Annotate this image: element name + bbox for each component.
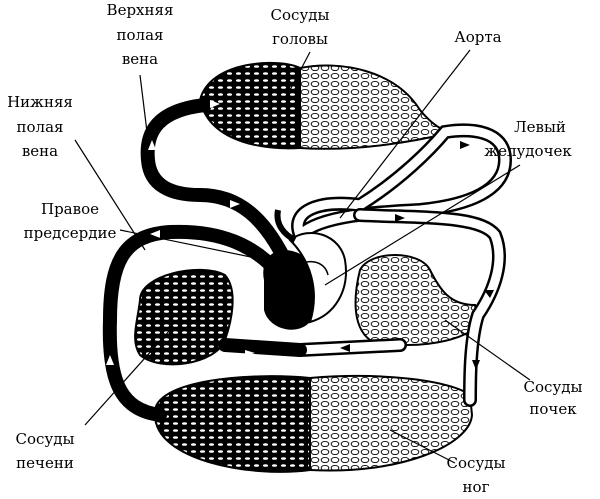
label-inferior-vena-cava: Нижняя полая вена: [7, 93, 73, 160]
label-line: печени: [16, 454, 74, 472]
label-line: Сосуды: [271, 6, 330, 24]
label-left-ventricle: Левый желудочек: [484, 118, 572, 160]
label-kidney-vessels: Сосуды почек: [524, 378, 583, 418]
label-superior-vena-cava: Верхняя полая вена: [107, 1, 174, 68]
flow-arrows: [106, 100, 255, 365]
label-line: предсердие: [24, 224, 117, 242]
head-capillary-bed: [198, 61, 446, 150]
label-aorta: Аорта: [454, 28, 501, 46]
kidney-capillary-bed: [354, 254, 480, 346]
liver-capillary-bed: [134, 268, 234, 366]
veins: [102, 98, 307, 422]
leg-capillary-bed: [153, 374, 474, 473]
label-right-atrium: Правое предсердие: [24, 200, 117, 242]
heart: [263, 209, 347, 330]
label-line: Аорта: [454, 28, 501, 46]
label-line: Правое: [41, 200, 99, 218]
label-line: почек: [529, 400, 577, 418]
label-line: Сосуды: [447, 454, 506, 472]
label-line: полая: [117, 26, 164, 44]
label-line: вена: [22, 142, 58, 160]
pointer-lines: [74, 49, 531, 464]
flow-arrows-arterial: [340, 141, 494, 370]
label-line: Левый: [514, 118, 566, 136]
label-line: полая: [17, 118, 64, 136]
label-liver-vessels: Сосуды печени: [16, 430, 75, 472]
superior-vena-cava: [140, 98, 292, 267]
hepatic-vein: [218, 338, 307, 357]
label-leg-vessels: Сосуды ног: [447, 454, 506, 496]
label-line: ног: [463, 478, 490, 496]
label-line: Сосуды: [524, 378, 583, 396]
label-line: Верхняя: [107, 1, 174, 19]
label-line: вена: [122, 50, 158, 68]
label-line: желудочек: [484, 142, 572, 160]
label-line: Сосуды: [16, 430, 75, 448]
label-line: Нижняя: [7, 93, 73, 111]
label-head-vessels: Сосуды головы: [271, 6, 330, 48]
label-line: головы: [272, 30, 328, 48]
inferior-vena-cava: [102, 224, 287, 422]
